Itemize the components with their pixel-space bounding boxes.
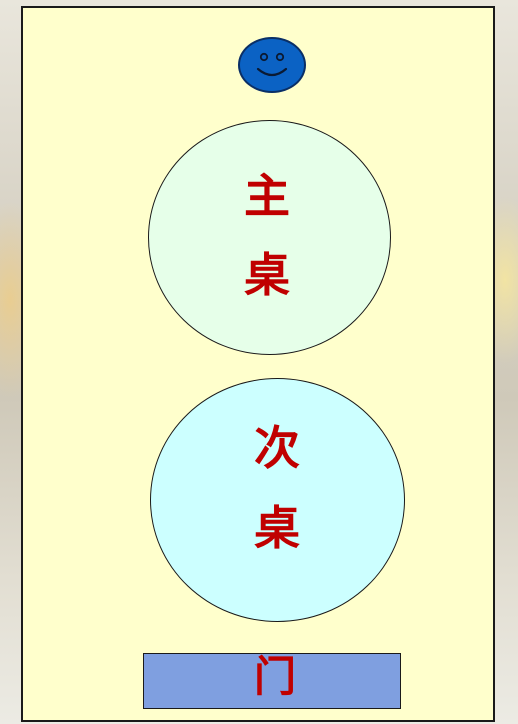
second-table-label-char2: 桌: [254, 501, 300, 555]
second-table: [150, 378, 405, 622]
door-label: 门: [253, 652, 296, 701]
second-table-label-char1: 次: [254, 421, 300, 475]
main-table-label-char2: 桌: [244, 248, 290, 302]
smiley-face-icon: [238, 37, 306, 93]
main-table: [148, 120, 391, 355]
main-table-label-char1: 主: [244, 169, 290, 223]
door: [143, 653, 401, 709]
